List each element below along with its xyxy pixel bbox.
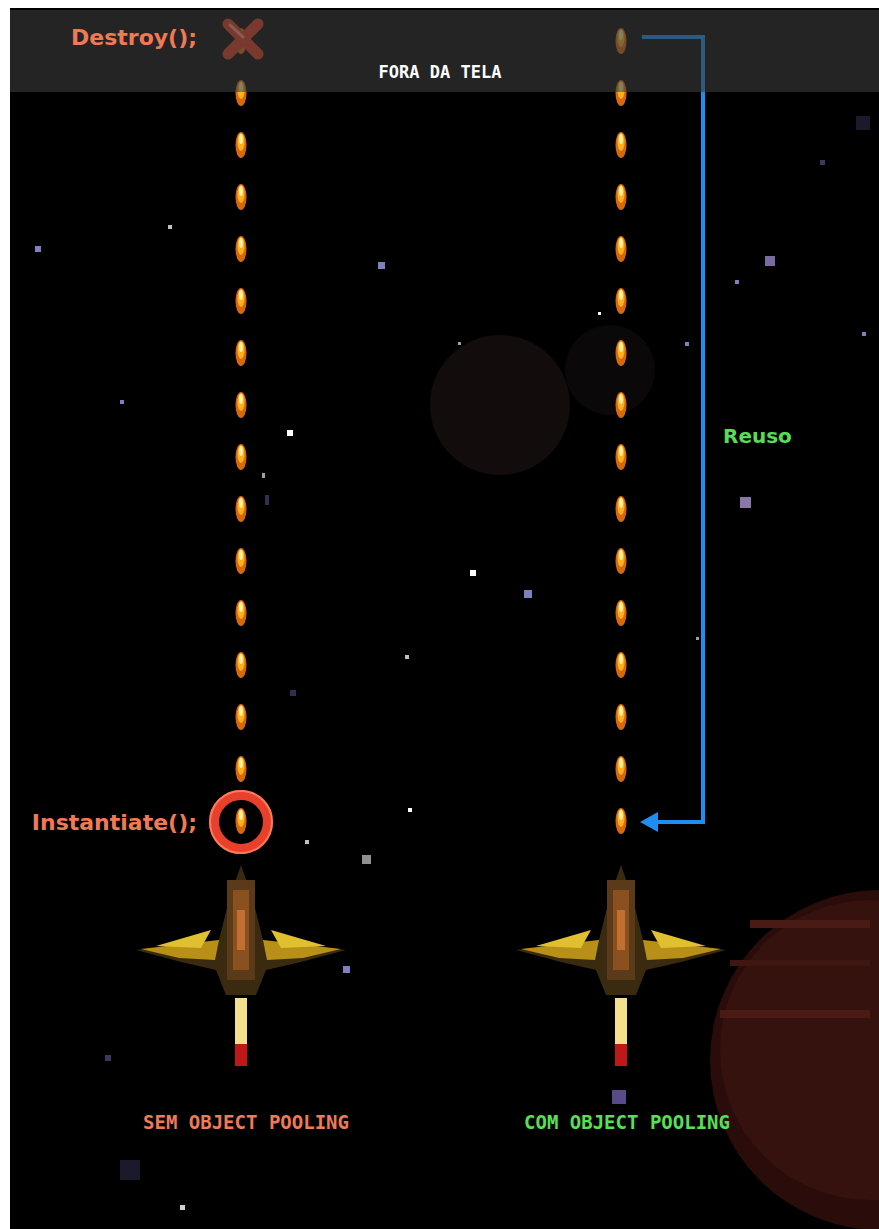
reuse-label: Reuso [723,424,792,448]
destroy-call: Destroy(); [71,25,197,50]
without-pooling-caption: SEM OBJECT POOLING [143,1111,349,1133]
instantiate-call: Instantiate(); [32,810,197,835]
with-pooling-caption: COM OBJECT POOLING [524,1111,730,1133]
band-title: FORA DA TELA [379,63,502,82]
offscreen-band: FORA DA TELA [10,10,879,92]
